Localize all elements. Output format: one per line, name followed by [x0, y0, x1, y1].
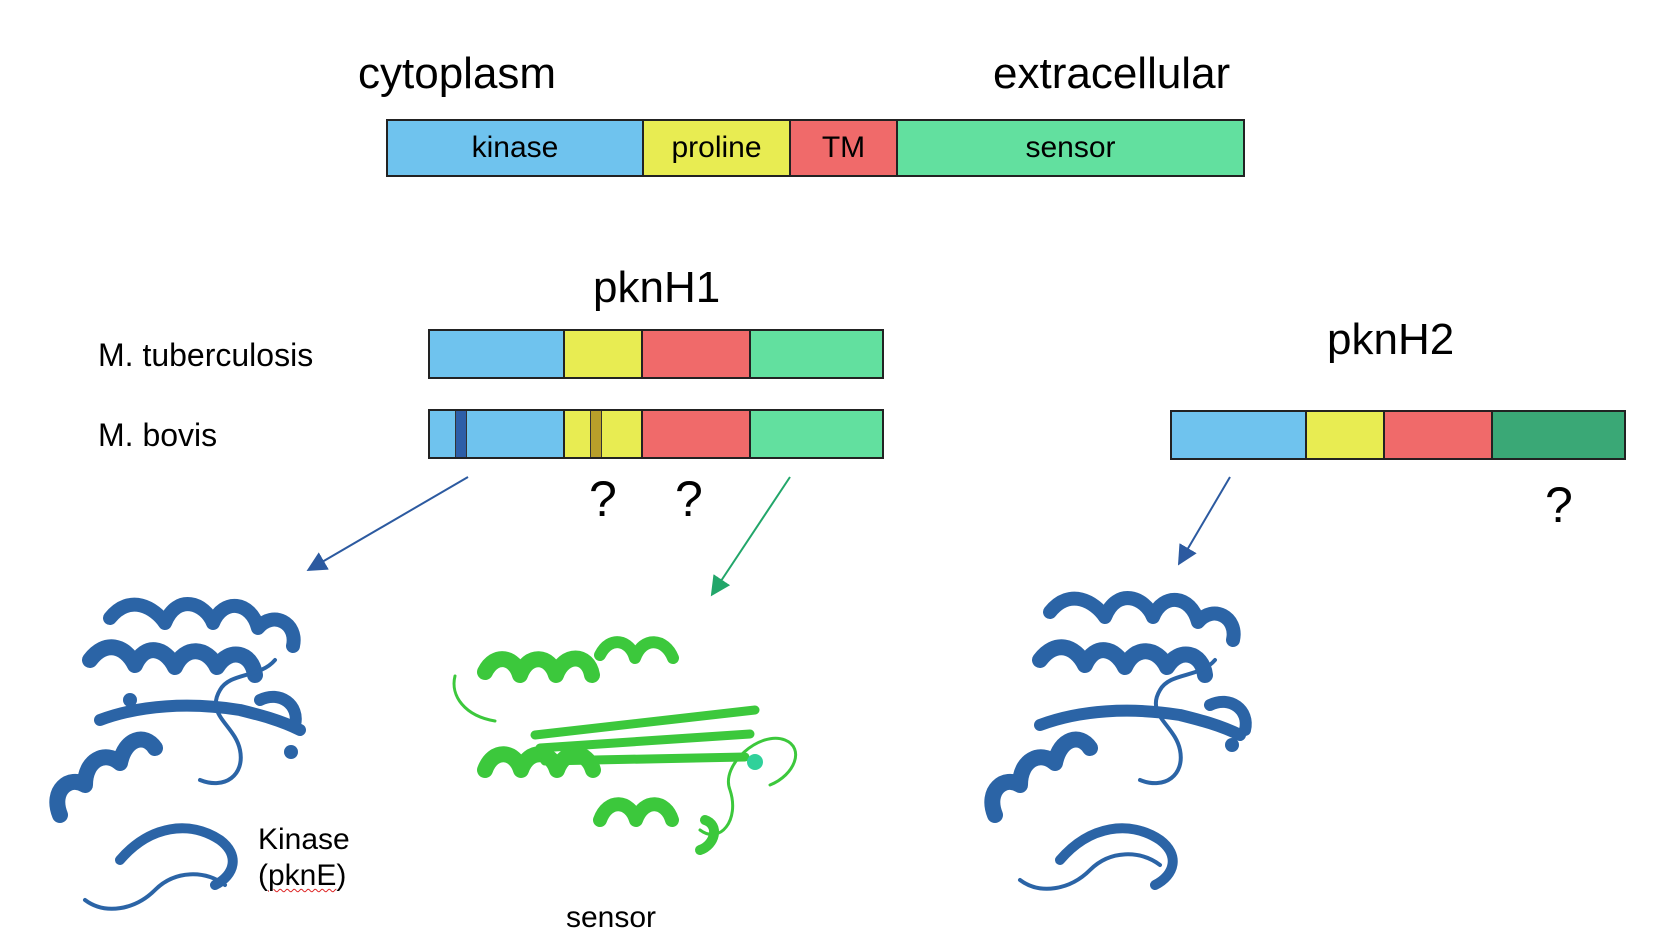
proline-domain	[565, 411, 643, 457]
question-mark-sensor: ?	[1545, 477, 1573, 533]
cytoplasm-label: cytoplasm	[358, 49, 557, 98]
kinase-domain-label: kinase	[471, 131, 559, 164]
kinase-mutation-marker	[455, 411, 467, 457]
proline-mutation-marker	[590, 411, 602, 457]
kinase-structure-caption: Kinase (pknE)	[258, 822, 350, 894]
sensor-structure-caption: sensor	[566, 901, 657, 934]
proline-domain	[1307, 412, 1385, 458]
kinase-caption-line1: Kinase	[258, 823, 350, 856]
tm-domain-label: TM	[821, 131, 866, 164]
kinase-caption-close-paren: )	[336, 859, 347, 892]
pknH1-m-tuberculosis-bar	[428, 329, 884, 379]
pknH2-title: pknH2	[1327, 315, 1455, 364]
sensor-domain: sensor	[898, 121, 1243, 175]
tm-domain	[643, 331, 751, 377]
pknH1-m-bovis-bar	[428, 409, 884, 459]
sensor-domain	[751, 331, 882, 377]
kinase-caption-line2: (pknE)	[258, 858, 350, 894]
kinase-domain	[430, 331, 565, 377]
kinase-domain	[1172, 412, 1307, 458]
tm-domain	[1385, 412, 1493, 458]
tm-domain: TM	[791, 121, 898, 175]
organism-label-m-tuberculosis: M. tuberculosis	[98, 337, 314, 373]
extracellular-label: extracellular	[993, 49, 1231, 98]
sensor-domain	[751, 411, 882, 457]
domain-architecture-bar: kinase proline TM sensor	[386, 119, 1245, 177]
proline-domain-label: proline	[671, 131, 762, 164]
sensor-domain-label: sensor	[1025, 131, 1116, 164]
arrow-to-kinase-structure	[306, 476, 469, 572]
pknH2-kinase-structure-ribbon	[984, 591, 1252, 891]
kinase-domain	[430, 411, 565, 457]
question-mark-tm: ?	[675, 471, 703, 527]
arrow-to-sensor-structure	[710, 476, 791, 597]
question-mark-proline: ?	[589, 471, 617, 527]
kinase-domain: kinase	[388, 121, 644, 175]
kinase-structure-ribbon	[49, 597, 306, 911]
arrow-to-pknH2-kinase-structure	[1177, 476, 1231, 566]
tm-domain	[643, 411, 751, 457]
kinase-caption-pknE: pknE	[268, 859, 337, 892]
sensor-domain-divergent	[1493, 412, 1624, 458]
pknH1-title: pknH1	[593, 263, 721, 312]
sensor-structure-ribbon	[452, 636, 798, 855]
proline-domain	[565, 331, 643, 377]
pknH2-bar	[1170, 410, 1626, 460]
proline-domain: proline	[644, 121, 791, 175]
organism-label-m-bovis: M. bovis	[98, 417, 218, 453]
kinase-caption-open-paren: (	[258, 859, 268, 892]
